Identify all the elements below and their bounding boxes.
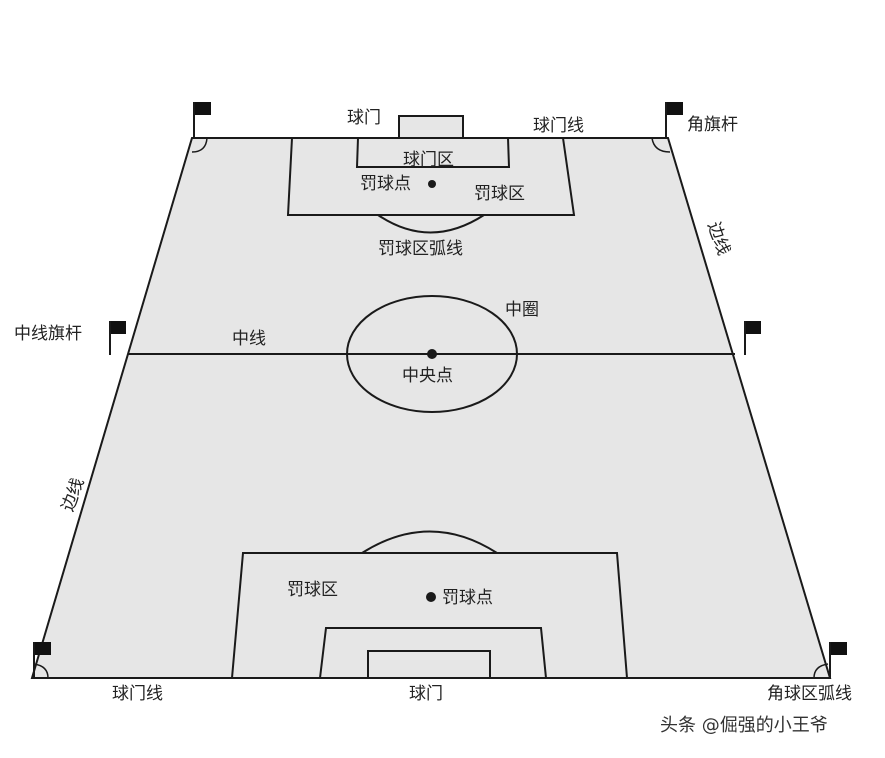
corner-flag-top-left-icon (193, 102, 211, 138)
watermark: 头条 @倔强的小王爷 (660, 715, 828, 736)
center-circle (346, 295, 518, 413)
label-corner-flag: 角旗杆 (687, 115, 738, 135)
top-goal (398, 115, 464, 139)
label-penalty-spot-bottom: 罚球点 (442, 588, 493, 608)
corner-arc-top-right (651, 137, 671, 153)
label-goal-bottom: 球门 (409, 684, 443, 704)
label-goal-line-bottom: 球门线 (112, 684, 163, 704)
label-goal-top: 球门 (347, 108, 381, 128)
label-penalty-arc: 罚球区弧线 (378, 239, 463, 259)
label-center-spot: 中央点 (402, 366, 453, 386)
bottom-goal (367, 650, 491, 678)
halfway-flag-right-icon (744, 321, 761, 355)
top-penalty-area (286, 137, 576, 216)
center-spot (427, 349, 437, 359)
corner-flag-top-right-icon (665, 102, 683, 138)
top-penalty-spot (428, 180, 436, 188)
bottom-penalty-spot (426, 592, 436, 602)
label-penalty-area-top: 罚球区 (474, 184, 525, 204)
label-center-circle: 中圈 (505, 300, 539, 320)
label-penalty-spot-top: 罚球点 (360, 174, 411, 194)
bottom-penalty-area (231, 552, 628, 679)
label-corner-arc: 角球区弧线 (767, 684, 852, 704)
corner-arc-bottom-right (813, 663, 829, 679)
bottom-goal-area (319, 627, 547, 679)
label-halfway-line: 中线 (232, 329, 266, 349)
corner-arc-top-left (191, 137, 208, 153)
top-goal-area (355, 137, 511, 168)
halfway-flag-left-icon (109, 321, 126, 355)
corner-flag-bottom-left-icon (33, 642, 51, 678)
top-penalty-arc (377, 214, 485, 234)
label-goal-area-top: 球门区 (403, 150, 454, 170)
corner-arc-bottom-left (33, 663, 49, 679)
corner-flag-bottom-right-icon (829, 642, 847, 678)
label-penalty-area-bottom: 罚球区 (287, 580, 338, 600)
bottom-penalty-arc (361, 530, 498, 554)
label-halfway-flag: 中线旗杆 (14, 324, 82, 344)
label-goal-line-top: 球门线 (533, 116, 584, 136)
